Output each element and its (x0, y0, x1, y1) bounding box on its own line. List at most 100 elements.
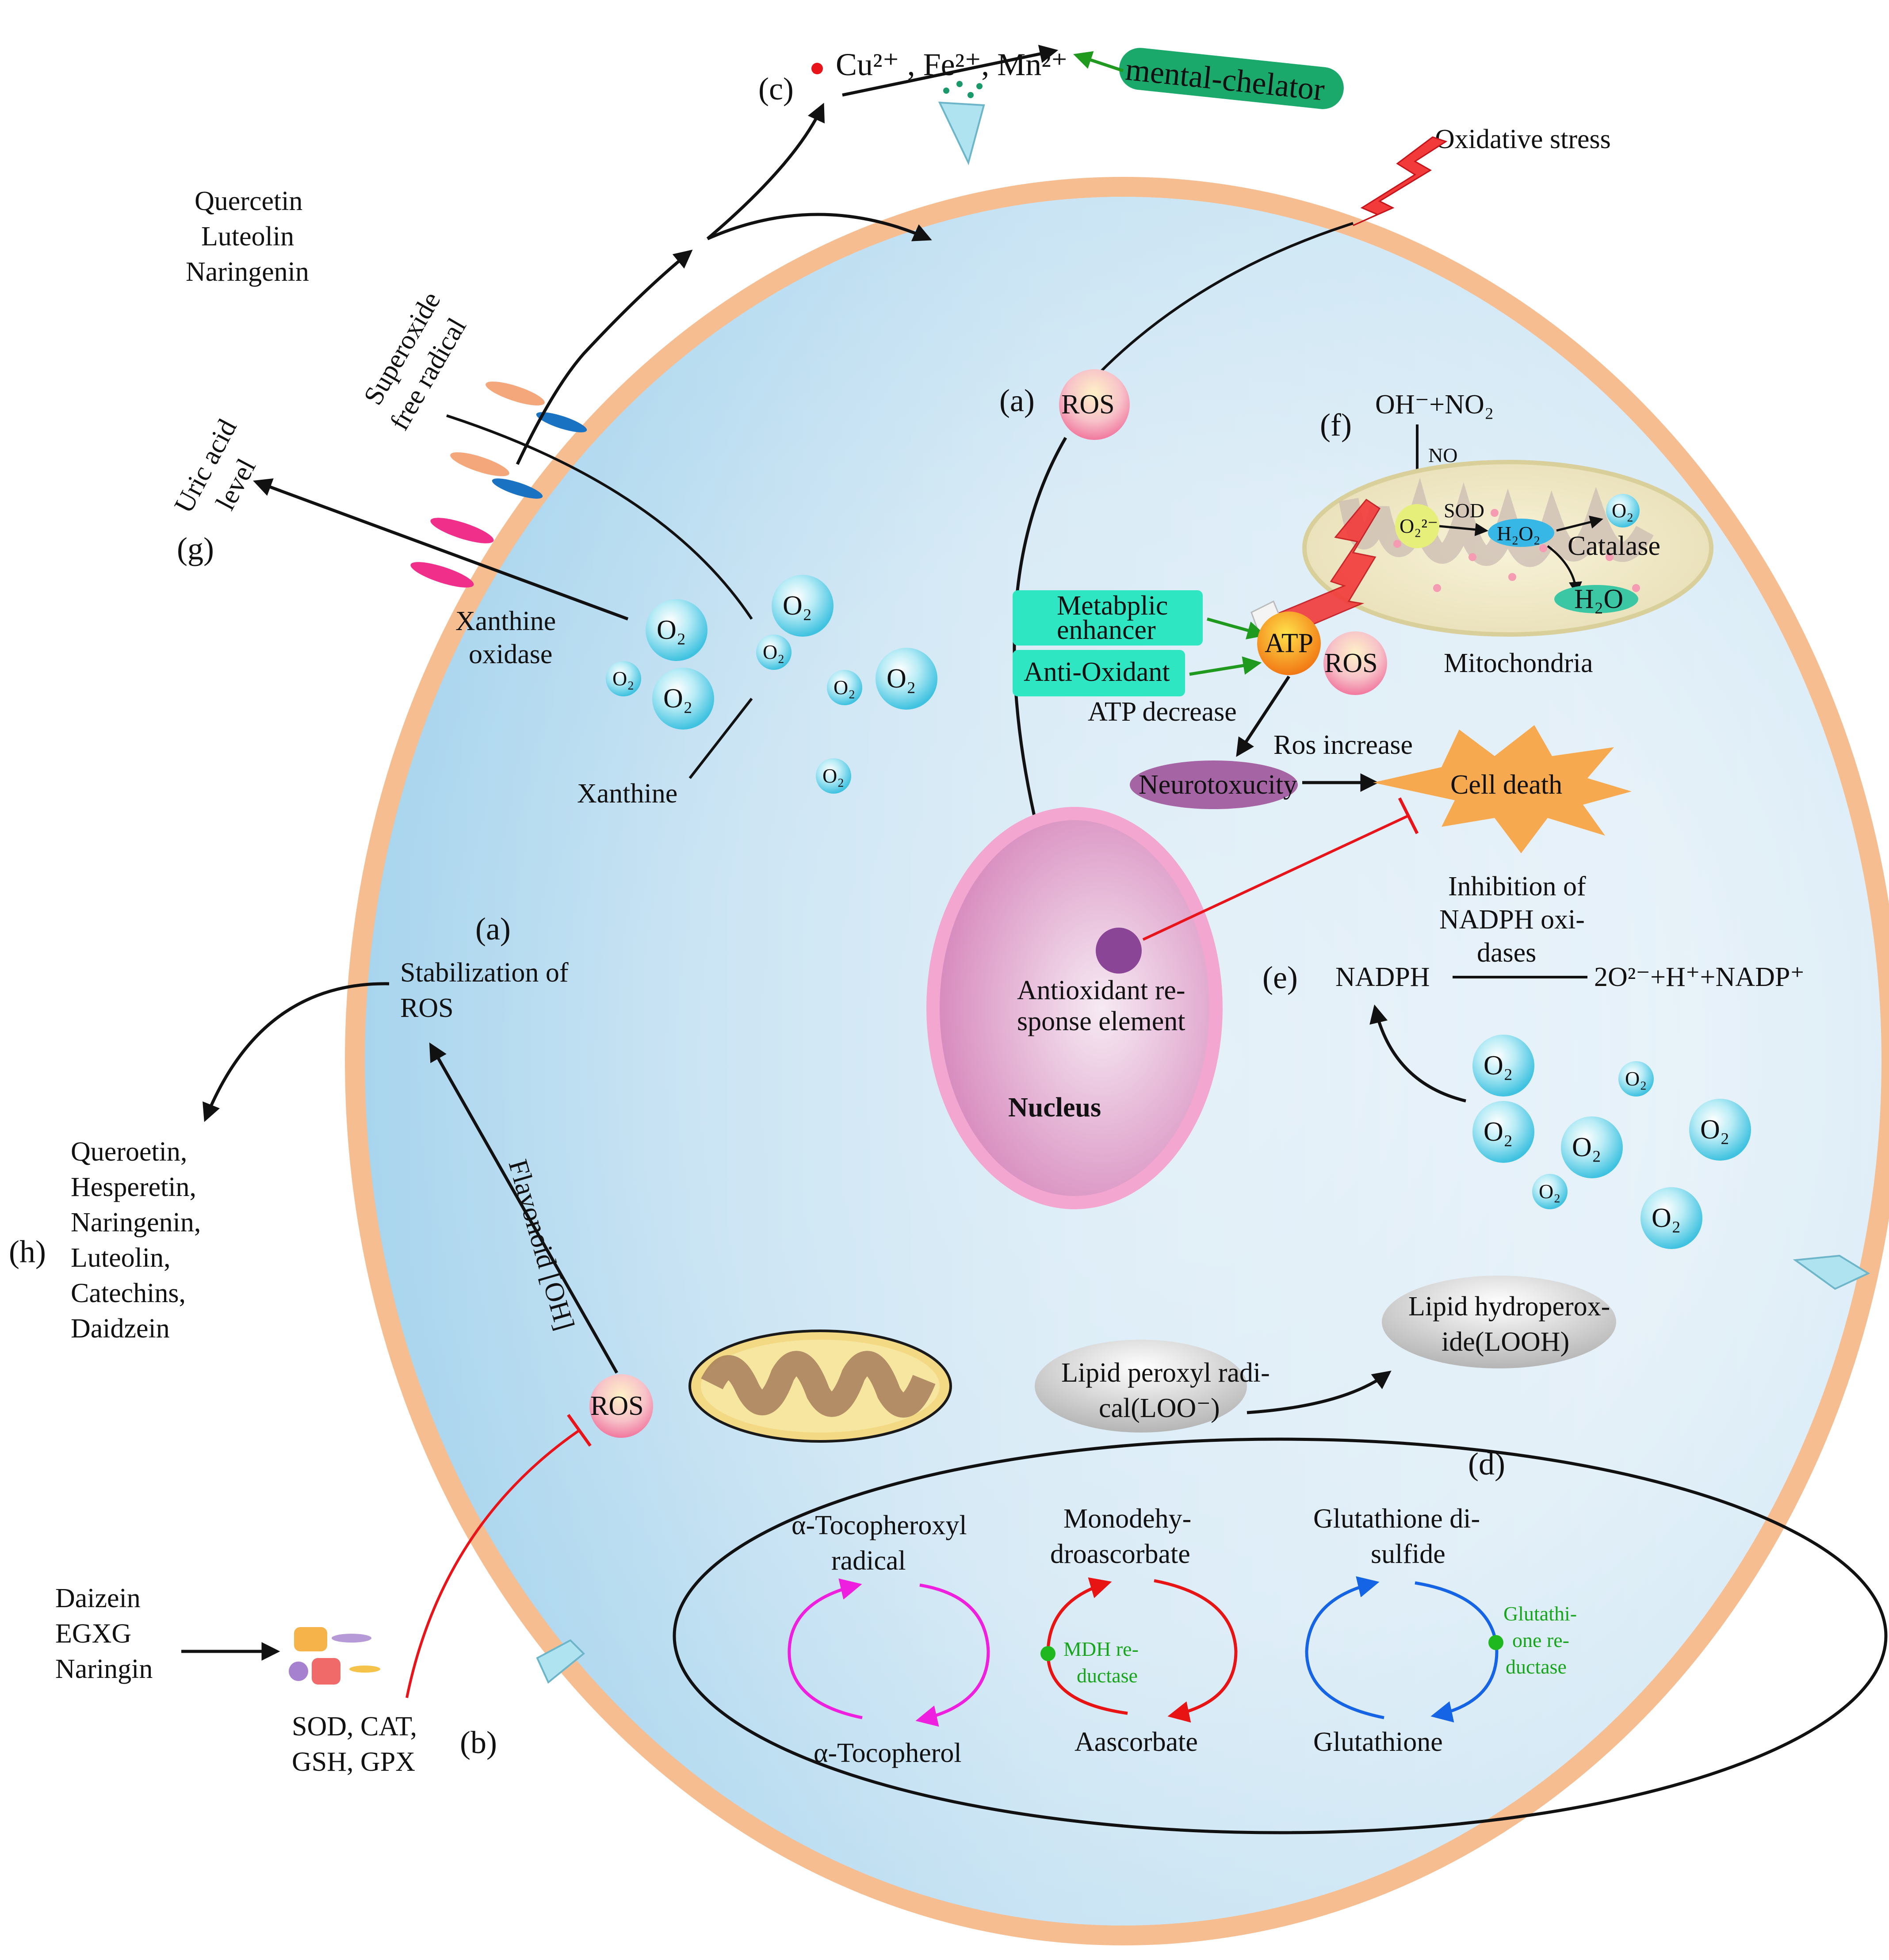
h2o2-bubble: H₂O₂ (1488, 519, 1554, 547)
xanthine-line (446, 414, 753, 620)
svg-text:O₂: O₂ (783, 591, 812, 621)
tag-g: (g) (177, 531, 214, 566)
svg-text:O₂: O₂ (1484, 1051, 1513, 1081)
stabilization-label-2: ROS (400, 993, 454, 1023)
o2-bubble: O₂ (1561, 1116, 1623, 1178)
o2-bubble: O₂ (876, 648, 937, 710)
mitochondrion-cristae (1338, 478, 1654, 567)
metal-chelator-box (1119, 48, 1344, 109)
o2-bubble: O₂ (1472, 1035, 1534, 1097)
lightning-icon (1353, 136, 1448, 226)
enzyme-icons (289, 1627, 380, 1685)
ascorbate-label: Aascorbate (1075, 1727, 1198, 1757)
o2-to-nadph-arrow (1369, 1004, 1466, 1103)
svg-text:H₂O₂: H₂O₂ (1497, 522, 1541, 545)
o2-bubble: O₂ (646, 599, 707, 661)
svg-text:O₂: O₂ (1625, 1067, 1647, 1090)
o2-superoxide-bubble: O₂²⁻ (1395, 504, 1439, 548)
o2-bubble: O₂ (652, 668, 714, 730)
ros-bubble-top: ROS (1059, 369, 1130, 440)
are-dot (1096, 928, 1142, 974)
oxidative-stress-label: Oxidative stress (1435, 124, 1611, 154)
superoxide-arrow (516, 249, 693, 465)
svg-text:O₂: O₂ (612, 667, 634, 690)
stabilization-arrow (203, 982, 390, 1122)
flavonoids-h-list: Queroetin, Hesperetin, Naringenin, Luteo… (71, 1137, 201, 1344)
mdh-label-2: ductase (1077, 1664, 1138, 1687)
mdh-enzyme-dot (1040, 1646, 1055, 1661)
svg-text:O₂: O₂ (1539, 1180, 1560, 1203)
cycles-container (673, 1437, 1888, 1834)
enzymes-label: SOD, CAT, (292, 1712, 417, 1742)
gsh-label: Glutathione (1313, 1727, 1443, 1757)
toco-radical-label-2: radical (831, 1546, 906, 1576)
gssg-label: Glutathione di- (1313, 1504, 1480, 1534)
svg-text:O₂²⁻: O₂²⁻ (1400, 515, 1438, 537)
svg-text:O₂: O₂ (834, 676, 855, 699)
ros-bubble-bottom: ROS (589, 1374, 653, 1438)
tag-h: (h) (9, 1234, 46, 1269)
svg-text:Queroetin,: Queroetin, (71, 1137, 187, 1167)
o2-bubble: O₂ (756, 634, 792, 670)
lipid-hydroperoxide-node (1382, 1276, 1616, 1368)
sod-label: SOD (1444, 499, 1484, 522)
lipid-arrow (1247, 1370, 1392, 1414)
o2-bubble: O₂ (827, 670, 862, 705)
crystal-icon (938, 101, 985, 165)
lipid-peroxyl-node (1035, 1340, 1247, 1433)
nucleus (940, 820, 1209, 1196)
toco-cycle-left (788, 1578, 863, 1719)
daizein-group-list: Daizein EGXG Naringin (55, 1583, 153, 1684)
svg-text:O₂: O₂ (887, 664, 916, 694)
tocopherol-label: α-Tocopherol (814, 1738, 962, 1768)
ros-increase-label: Ros increase (1273, 730, 1413, 760)
svg-text:O₂: O₂ (1612, 499, 1633, 522)
tag-a-left: (a) (475, 911, 511, 947)
are-inhibit-line (1142, 814, 1409, 941)
nadph-inhibition-label: Inhibition of (1448, 871, 1586, 902)
nucleus-label: Nucleus (1008, 1093, 1101, 1123)
toco-radical-label: α-Tocopheroxyl (792, 1510, 967, 1540)
metal-ion-dot (811, 63, 823, 74)
antioxidant-arrow (1189, 656, 1262, 676)
metabolic-enhancer-box (1013, 590, 1203, 646)
lipid-peroxyl-label: Lipid peroxyl radi- (1061, 1358, 1270, 1388)
crystal-icon (1793, 1254, 1870, 1290)
mdh-label: MDH re- (1063, 1638, 1139, 1660)
svg-text:Quercetin: Quercetin (195, 186, 302, 216)
superoxide-label: Superoxide free radical (358, 287, 472, 436)
tag-b: (b) (460, 1725, 497, 1760)
flavonoids-top-list: Quercetin Luteolin Naringenin (186, 186, 309, 287)
crystal-icon (536, 1639, 585, 1684)
mitochondria-label: Mitochondria (1444, 648, 1593, 678)
tag-d: (d) (1468, 1446, 1505, 1482)
atp-decrease-label: ATP decrease (1088, 697, 1237, 727)
metabolic-enhancer-label: Metabplic (1057, 591, 1168, 621)
anti-oxidant-label: Anti-Oxidant (1024, 657, 1170, 687)
into-cell-arrow (707, 213, 932, 241)
are-label: Antioxidant re- (1017, 975, 1185, 1005)
o2-bubble: O₂ (1618, 1061, 1654, 1097)
svg-text:O₂: O₂ (763, 641, 784, 663)
lipid-hydroperoxide-label-2: ide(LOOH) (1442, 1327, 1569, 1357)
enzymes-inhibit-bar (567, 1414, 592, 1447)
svg-text:O₂: O₂ (663, 684, 692, 714)
enhancer-arrow (1207, 617, 1266, 640)
nadph-inhibition-label-2: NADPH oxi- (1439, 905, 1585, 935)
ros-bubble-mid: ROS (1323, 631, 1387, 695)
gsh-cycle-right (1415, 1581, 1499, 1723)
atp-bubble: ATP (1257, 611, 1321, 675)
svg-text:O₂: O₂ (822, 764, 844, 787)
svg-text:ROS: ROS (1324, 648, 1378, 678)
o2-bubble: O₂ (1532, 1174, 1568, 1209)
are-inhibit-bar (1398, 797, 1419, 834)
monodehydro-label-2: droascorbate (1050, 1539, 1190, 1569)
monodehydro-label: Monodehy- (1063, 1504, 1191, 1534)
o2-bubble: O₂ (1689, 1099, 1751, 1161)
asc-cycle-right (1154, 1579, 1238, 1723)
xanthine-label: Xanthine (577, 779, 677, 809)
atp-to-neuro-arrow (1236, 676, 1290, 757)
flavonoid-oh-arrow (429, 1042, 619, 1374)
metal-ions-arrow (842, 45, 1059, 97)
xanthine-base-line (688, 698, 753, 779)
